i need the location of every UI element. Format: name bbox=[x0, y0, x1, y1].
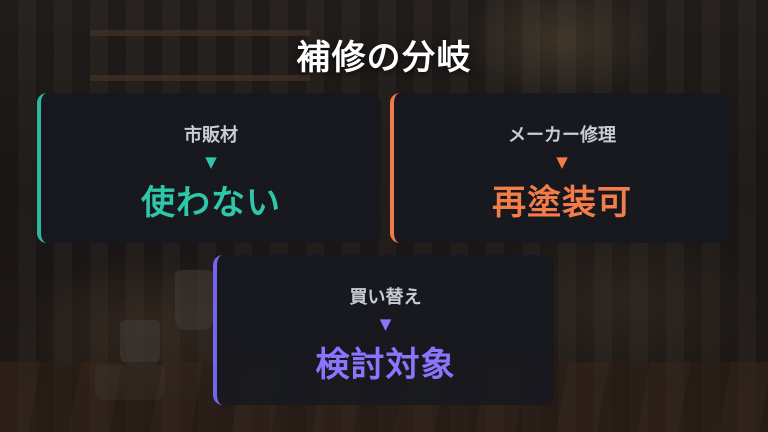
branch-label: 市販材 bbox=[184, 125, 238, 146]
branch-label: 買い替え bbox=[349, 287, 422, 308]
branch-result: 再塗装可 bbox=[492, 183, 632, 223]
down-triangle-icon: ▼ bbox=[205, 153, 217, 171]
branch-label: メーカー修理 bbox=[508, 125, 616, 146]
shelf bbox=[90, 75, 310, 81]
branch-card-maker-repair: メーカー修理 ▼ 再塗装可 bbox=[390, 93, 730, 243]
branch-card-replacement: 買い替え ▼ 検討対象 bbox=[213, 255, 554, 405]
shelf bbox=[90, 30, 310, 36]
pot bbox=[120, 320, 160, 365]
branch-result: 使わない bbox=[141, 183, 281, 223]
slide-title: 補修の分岐 bbox=[296, 38, 472, 78]
down-triangle-icon: ▼ bbox=[556, 153, 568, 171]
down-triangle-icon: ▼ bbox=[379, 315, 392, 333]
branch-result: 検討対象 bbox=[315, 345, 456, 385]
branch-card-market-product: 市販材 ▼ 使わない bbox=[37, 93, 381, 243]
pot bbox=[175, 270, 213, 330]
